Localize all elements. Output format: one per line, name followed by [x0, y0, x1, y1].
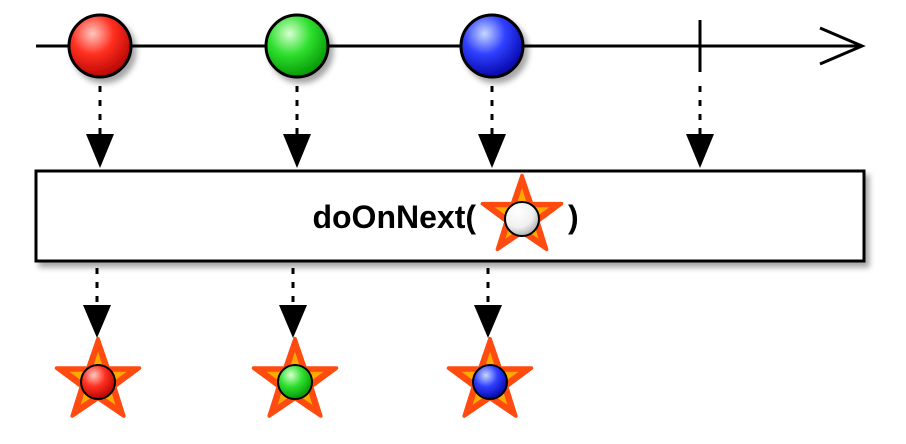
- timeline-arrowhead: [819, 26, 866, 66]
- star-with-white-marble-icon: [480, 173, 564, 252]
- output-star-green: [251, 336, 339, 418]
- operator-box-rect: [34, 169, 866, 263]
- output-marble-blue: [472, 364, 508, 400]
- arrowhead-green-out: [279, 305, 307, 338]
- arrowhead-blue-in: [478, 134, 506, 168]
- arrowhead-red-in: [86, 134, 114, 168]
- input-arrows: [98, 86, 702, 140]
- arrowhead-complete-in: [686, 134, 714, 168]
- output-star-blue: [446, 336, 534, 418]
- arrowhead-blue-out: [474, 305, 502, 338]
- output-arrows: [95, 268, 490, 310]
- input-arrowheads: [86, 134, 714, 168]
- source-timeline: [36, 20, 866, 72]
- white-marble-icon: [504, 201, 540, 237]
- operator-box: doOnNext( ): [34, 169, 866, 263]
- output-star-red: [54, 336, 142, 418]
- marble-green: [264, 13, 330, 79]
- operator-label: doOnNext(: [312, 199, 476, 235]
- arrowhead-red-out: [83, 305, 111, 338]
- marble-red: [67, 13, 133, 79]
- output-marble-red: [80, 364, 116, 400]
- marble-blue: [459, 13, 525, 79]
- output-arrowheads: [83, 305, 502, 338]
- input-marbles: [67, 13, 525, 79]
- output-items: [54, 336, 534, 418]
- arrowhead-green-in: [283, 134, 311, 168]
- operator-label-close: ): [568, 199, 579, 235]
- output-marble-green: [277, 364, 313, 400]
